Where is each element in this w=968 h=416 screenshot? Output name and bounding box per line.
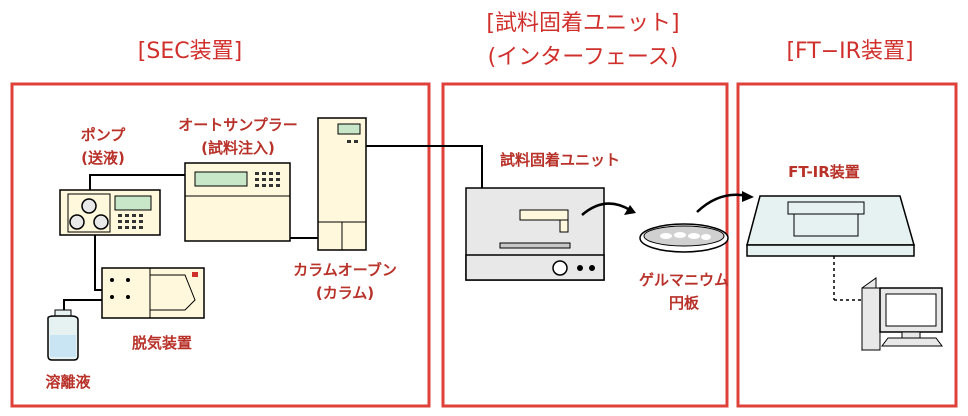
pump-icon	[59, 189, 161, 236]
column-oven-sublabel: (カラム)	[316, 284, 374, 302]
section-subtitle-interface: (インターフェース)	[488, 45, 679, 70]
arrow-disk-to-ftir-head	[742, 191, 754, 202]
arrow-fixing-to-disk-head	[624, 205, 636, 215]
ftir-frame	[736, 82, 958, 408]
pump-label: ポンプ	[81, 126, 127, 144]
fixing-unit-icon	[465, 187, 605, 281]
disk-sublabel: 円板	[669, 294, 700, 312]
degasser-icon	[101, 267, 205, 319]
eluent-label: 溶離液	[45, 373, 91, 391]
disk-label: ゲルマニウム	[639, 271, 729, 289]
column-oven-icon	[317, 117, 367, 251]
section-title-ftir: [FT−IR装置]	[786, 39, 913, 64]
disk-icon	[639, 223, 729, 253]
autosampler-icon	[184, 162, 291, 242]
computer-icon	[861, 277, 943, 351]
interface-frame	[441, 82, 729, 408]
ftir-label: FT-IR装置	[788, 163, 860, 181]
column-oven-label: カラムオーブン	[293, 261, 397, 279]
section-title-sec: [SEC装置]	[138, 39, 242, 64]
arrow-fixing-to-disk	[581, 202, 631, 216]
line-pump-autosampler	[89, 174, 185, 192]
fixing-unit-label: 試料固着ユニット	[500, 151, 620, 169]
eluent-bottle-icon	[47, 309, 79, 361]
arrow-disk-to-ftir	[696, 193, 749, 213]
section-title-interface: [試料固着ユニット]	[486, 11, 679, 36]
ftir-spectrometer-icon	[746, 195, 915, 257]
autosampler-label: オートサンプラー	[178, 116, 298, 134]
pump-sublabel: (送液)	[81, 149, 125, 167]
autosampler-sublabel: (試料注入)	[201, 139, 275, 157]
sec-frame	[10, 82, 431, 408]
degasser-label: 脱気装置	[132, 334, 192, 352]
